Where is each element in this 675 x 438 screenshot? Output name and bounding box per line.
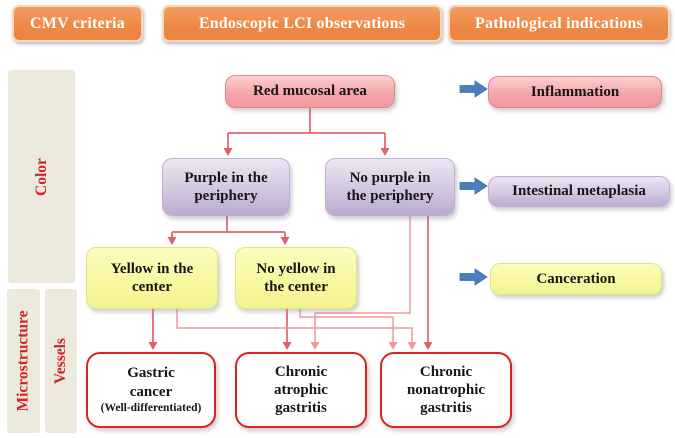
header-endoscopic-lci-observations: Endoscopic LCI observations <box>162 5 442 42</box>
header-cmv-criteria-label: CMV criteria <box>30 14 125 32</box>
node-gastric-cancer-label: Gastric cancer <box>127 365 175 400</box>
criteria-color-label: Color <box>32 157 50 196</box>
node-intestinal-metaplasia-label: Intestinal metaplasia <box>512 183 646 200</box>
node-purple-in-periphery: Purple in the periphery <box>162 158 290 216</box>
arrow-to-inflammation <box>459 80 488 98</box>
node-yellow-in-center: Yellow in the center <box>86 247 218 309</box>
node-purple-in-periphery-label: Purple in the periphery <box>184 169 268 204</box>
arrow-to-intestinal-metaplasia <box>459 177 488 195</box>
node-intestinal-metaplasia: Intestinal metaplasia <box>488 176 670 207</box>
node-red-mucosal-area: Red mucosal area <box>225 75 395 108</box>
node-chronic-nonatrophic-gastritis-label: Chronic nonatrophic gastritis <box>406 363 486 417</box>
node-chronic-nonatrophic-gastritis: Chronic nonatrophic gastritis <box>380 352 512 428</box>
header-pathological-indications-label: Pathological indications <box>475 14 643 32</box>
arrow-to-canceration <box>459 268 488 286</box>
node-gastric-cancer: Gastric cancer (Well-differentiated) <box>86 352 216 428</box>
node-canceration-label: Canceration <box>536 270 616 287</box>
node-inflammation-label: Inflammation <box>530 83 620 100</box>
node-no-purple-in-periphery: No purple in the periphery <box>325 158 455 216</box>
header-cmv-criteria: CMV criteria <box>12 5 143 42</box>
node-inflammation: Inflammation <box>488 76 662 108</box>
node-chronic-atrophic-gastritis: Chronic atrophic gastritis <box>235 352 367 428</box>
criteria-microstructure-panel: Microstructure <box>7 289 40 433</box>
node-no-yellow-in-center: No yellow in the center <box>235 247 357 309</box>
node-no-purple-in-periphery-label: No purple in the periphery <box>346 169 434 204</box>
criteria-vessels-panel: Vessels <box>45 289 77 433</box>
node-red-mucosal-area-label: Red mucosal area <box>253 83 367 100</box>
header-endoscopic-lci-observations-label: Endoscopic LCI observations <box>198 14 406 32</box>
blue-block-arrows <box>459 80 488 286</box>
criteria-color-panel: Color <box>8 70 75 283</box>
header-pathological-indications: Pathological indications <box>448 5 670 42</box>
criteria-microstructure-label: Microstructure <box>14 310 32 412</box>
node-no-yellow-in-center-label: No yellow in the center <box>256 260 336 295</box>
salmon-arrowheads <box>310 342 417 350</box>
node-chronic-atrophic-gastritis-label: Chronic atrophic gastritis <box>274 363 328 417</box>
node-yellow-in-center-label: Yellow in the center <box>110 260 194 295</box>
node-canceration: Canceration <box>490 263 662 295</box>
criteria-vessels-label: Vessels <box>52 338 69 384</box>
node-gastric-cancer-note: (Well-differentiated) <box>100 401 202 414</box>
